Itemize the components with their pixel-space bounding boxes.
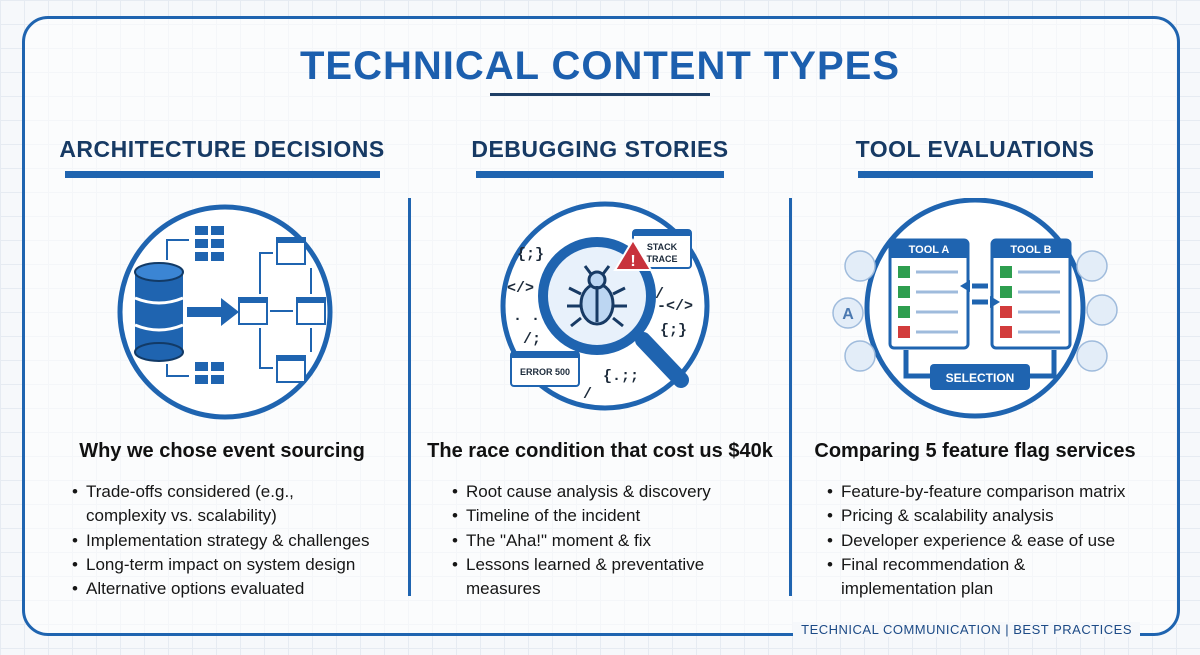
list-item: Long-term impact on system design xyxy=(72,553,370,578)
tool-a-label: TOOL A xyxy=(909,244,950,256)
list-item: The "Aha!" moment & fix xyxy=(452,529,711,554)
bullet-list: Feature-by-feature comparison matrix Pri… xyxy=(827,480,1125,601)
tool-b-label: TOOL B xyxy=(1010,244,1051,256)
code-glyph: {;} xyxy=(660,322,687,339)
list-item: Alternative options evaluated xyxy=(72,577,370,602)
column-tools: TOOL EVALUATIONS xyxy=(785,136,1165,178)
list-item: Trade-offs considered (e.g., complexity v… xyxy=(72,480,370,529)
code-glyph: / xyxy=(655,286,664,303)
heading-underline xyxy=(476,171,724,178)
title-underline xyxy=(490,93,710,96)
bullet-list: Trade-offs considered (e.g., complexity v… xyxy=(72,480,370,602)
list-item: Lessons learned & preventative measures xyxy=(452,553,711,602)
bullet-text: Lessons learned & preventative xyxy=(466,554,705,574)
error-label: ERROR 500 xyxy=(520,367,570,377)
bullet-list: Root cause analysis & discovery Timeline… xyxy=(452,480,711,601)
list-item: Final recommendation & implementation pla… xyxy=(827,553,1125,602)
list-item: Developer experience & ease of use xyxy=(827,529,1125,554)
trace-label: TRACE xyxy=(647,254,678,264)
heading-underline xyxy=(64,171,380,178)
code-glyph: . . xyxy=(513,308,540,325)
code-glyph: </> xyxy=(507,280,534,297)
code-glyph: {;} xyxy=(517,246,544,263)
error-card: ERROR 500 xyxy=(510,351,580,387)
badge-letter: A xyxy=(842,306,854,323)
code-glyph: -</> xyxy=(657,298,693,315)
bullet-continuation: measures xyxy=(466,579,541,599)
column-divider xyxy=(789,198,792,596)
column-heading: ARCHITECTURE DECISIONS xyxy=(59,136,385,162)
column-heading: DEBUGGING STORIES xyxy=(471,136,729,162)
column-architecture: ARCHITECTURE DECISIONS xyxy=(32,136,412,178)
column-subtitle: Comparing 5 feature flag services xyxy=(814,440,1136,462)
code-glyph: {.;; xyxy=(603,368,639,385)
badge-icon xyxy=(832,250,1118,372)
architecture-illustration xyxy=(117,204,333,420)
selection-box: SELECTION xyxy=(930,364,1030,390)
page-title: TECHNICAL CONTENT TYPES xyxy=(299,44,901,88)
database-icon xyxy=(134,262,184,362)
warning-icon: ! xyxy=(613,238,653,271)
selection-label: SELECTION xyxy=(946,371,1015,385)
list-item: Pricing & scalability analysis xyxy=(827,504,1125,529)
stack-label: STACK xyxy=(647,242,678,252)
bullet-text: Final recommendation & xyxy=(841,554,1026,574)
bullet-continuation: complexity vs. scalability) xyxy=(86,506,277,526)
bug-icon xyxy=(567,265,627,328)
bullet-continuation: implementation plan xyxy=(841,579,994,599)
footer-label: TECHNICAL COMMUNICATION | BEST PRACTICES xyxy=(793,622,1140,637)
column-subtitle: Why we chose event sourcing xyxy=(79,440,365,462)
code-glyph: /; xyxy=(523,331,541,348)
list-item: Timeline of the incident xyxy=(452,504,711,529)
svg-text:!: ! xyxy=(630,253,635,270)
checklist-icon xyxy=(898,266,1012,338)
list-item: Feature-by-feature comparison matrix xyxy=(827,480,1125,505)
bullet-text: Trade-offs considered (e.g., xyxy=(86,482,294,501)
list-item: Root cause analysis & discovery xyxy=(452,480,711,505)
code-glyph: / xyxy=(583,386,592,403)
heading-underline xyxy=(857,171,1093,178)
tools-illustration: A TOOL A TOOL B SELECTION xyxy=(832,198,1118,419)
column-divider xyxy=(408,198,411,596)
debugging-illustration: {;} </> / -</> {;} . . /; {.;; / STACK T… xyxy=(500,201,710,411)
column-debugging: DEBUGGING STORIES xyxy=(410,136,790,178)
list-item: Implementation strategy & challenges xyxy=(72,529,370,554)
column-heading: TOOL EVALUATIONS xyxy=(855,136,1095,162)
column-subtitle: The race condition that cost us $40k xyxy=(427,440,773,462)
